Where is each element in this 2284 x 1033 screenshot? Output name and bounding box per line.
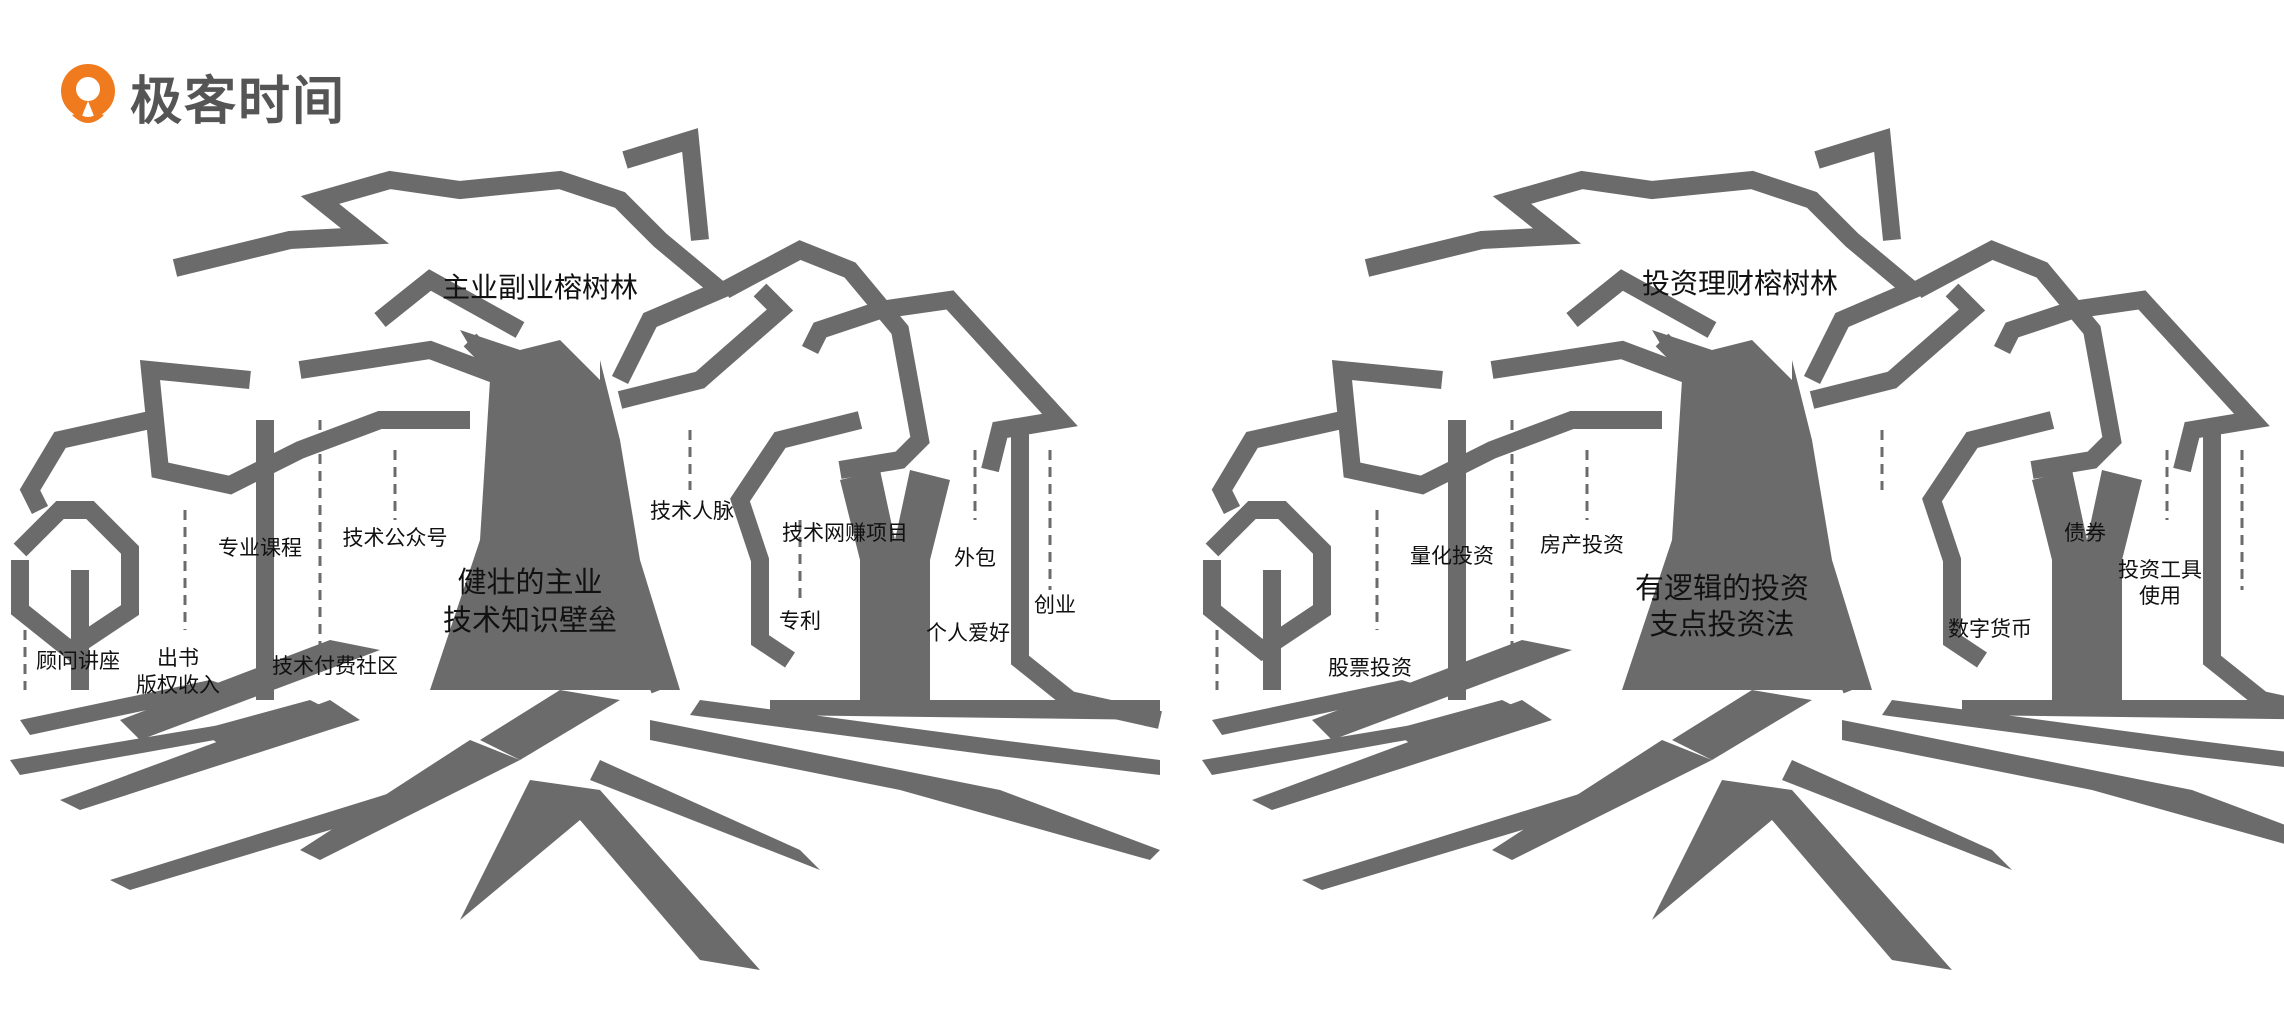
label-stock-investment: 股票投资 — [1328, 656, 1412, 680]
label-tech-public-account: 技术公众号 — [343, 526, 448, 550]
tree-left-title: 主业副业榕树林 — [442, 271, 638, 304]
label-copyright-income: 版权收入 — [136, 673, 220, 697]
label-outsourcing: 外包 — [954, 546, 996, 570]
label-hobby: 个人爱好 — [926, 621, 1010, 645]
label-publish-book: 出书 — [157, 646, 199, 670]
tree-right-title: 投资理财榕树林 — [1642, 267, 1838, 300]
label-digital-currency: 数字货币 — [1948, 617, 2032, 641]
label-investment-tools: 投资工具 — [2118, 558, 2202, 582]
label-entrepreneurship: 创业 — [1034, 593, 1076, 617]
tree-right-center-line1: 有逻辑的投资 — [1635, 571, 1809, 605]
label-real-estate-investment: 房产投资 — [1540, 533, 1624, 557]
tree-left-center-line2: 技术知识壁垒 — [443, 603, 617, 637]
tree-right-center-line2: 支点投资法 — [1649, 607, 1794, 641]
tree-right — [1202, 140, 2284, 970]
label-quant-investment: 量化投资 — [1410, 544, 1494, 568]
label-tech-paid-community: 技术付费社区 — [272, 654, 398, 678]
label-investment-tools-usage: 使用 — [2139, 584, 2181, 608]
label-tech-network: 技术人脉 — [650, 499, 734, 523]
label-professional-course: 专业课程 — [218, 536, 302, 560]
label-tech-online-earning: 技术网赚项目 — [782, 521, 908, 545]
label-patent: 专利 — [779, 609, 821, 633]
tree-left-center-line1: 健壮的主业 — [457, 565, 602, 599]
label-consulting-lecture: 顾问讲座 — [36, 649, 120, 673]
label-bonds: 债券 — [2064, 521, 2106, 545]
